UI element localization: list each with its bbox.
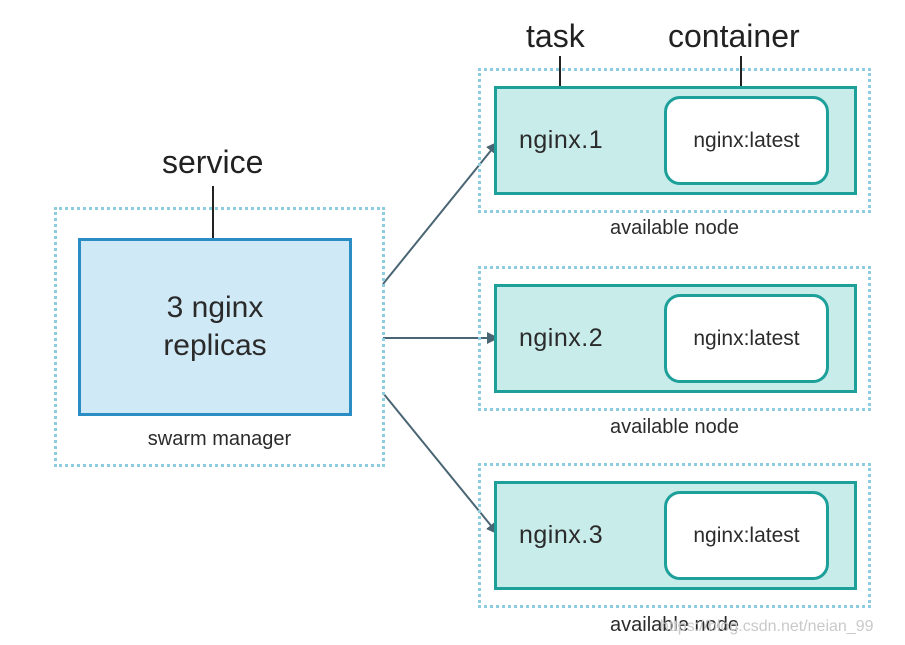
task-label: task — [526, 18, 585, 54]
node-2-task-name: nginx.2 — [519, 324, 604, 352]
node-1-container: nginx:latest — [664, 96, 829, 185]
service-replicas-line2: replicas — [163, 329, 267, 362]
node-1-caption: available node — [610, 217, 739, 239]
container-label: container — [668, 18, 800, 54]
service-box: 3 nginx replicas — [78, 238, 352, 416]
node-3-task-name: nginx.3 — [519, 521, 604, 549]
swarm-manager-group — [54, 207, 385, 467]
node-3-caption: available node — [610, 614, 739, 636]
node-2-caption: available node — [610, 416, 739, 438]
service-label: service — [162, 144, 264, 180]
service-replicas-line1: 3 nginx — [166, 291, 264, 324]
node-2-group — [478, 266, 871, 411]
node-3-group — [478, 463, 871, 608]
node-3-container: nginx:latest — [664, 491, 829, 580]
watermark-url: https://blog.csdn.net/neian_99 — [660, 618, 874, 635]
swarm-manager-caption: swarm manager — [147, 428, 292, 450]
node-1-group — [478, 68, 871, 213]
node-1-task-name: nginx.1 — [519, 126, 604, 154]
node-2-container: nginx:latest — [664, 294, 829, 383]
